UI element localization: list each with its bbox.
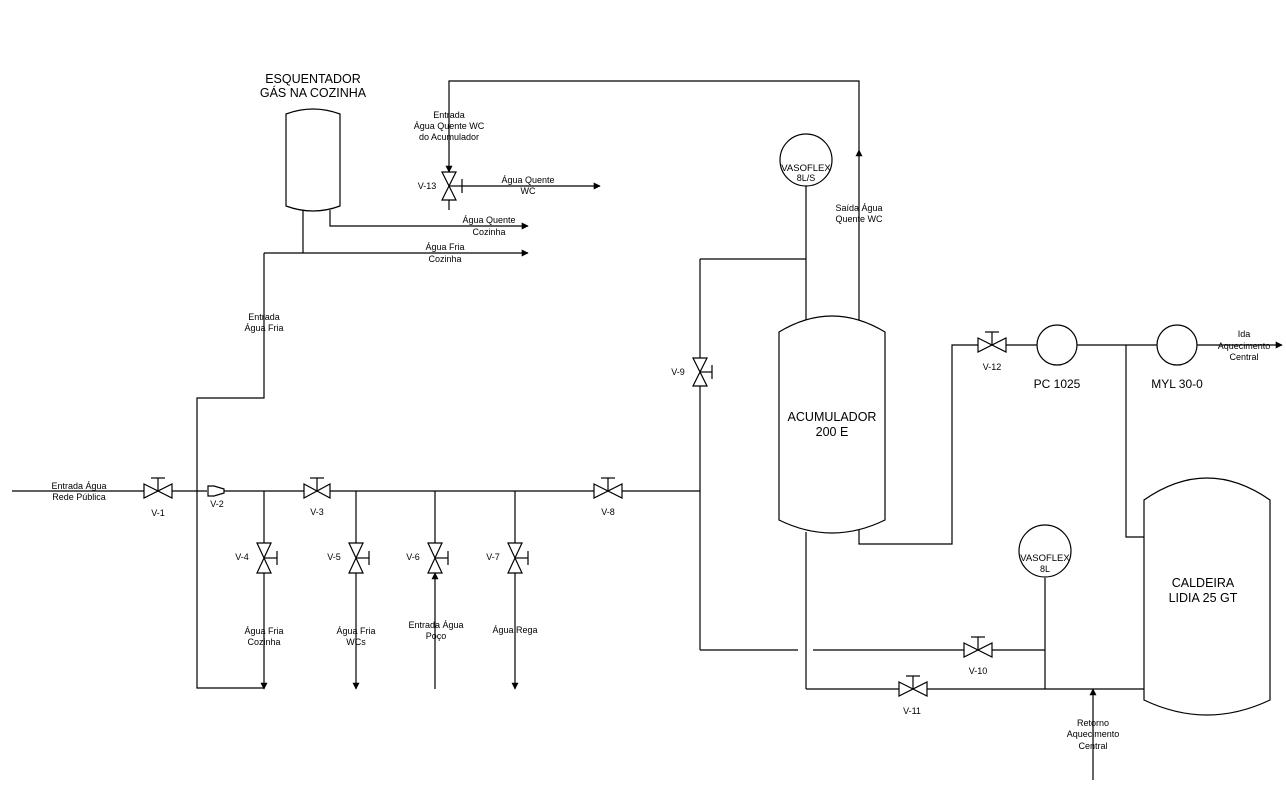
valve-label: V-1 xyxy=(151,508,165,518)
vasoflex-label: 8L xyxy=(1040,564,1050,574)
valve-v3[interactable] xyxy=(303,477,331,500)
valve-v4[interactable] xyxy=(256,542,278,574)
label-entrada-agua-fria: Entrada xyxy=(248,312,280,322)
label-agua-fria-wcs: WCs xyxy=(346,637,366,647)
valve-label: V-13 xyxy=(418,181,437,191)
valve-v7[interactable] xyxy=(507,542,529,574)
vasoflex-label: 8L/S xyxy=(797,173,816,183)
valve-label: V-3 xyxy=(310,507,324,517)
label-entrada-quente-wc: Água Quente WC xyxy=(414,121,485,131)
label-entrada-rede: Rede Pública xyxy=(52,492,106,502)
valve-label: V-5 xyxy=(327,552,341,562)
acumulador-label: ACUMULADOR xyxy=(788,410,877,424)
label-entrada-quente-wc: Entrada xyxy=(433,110,465,120)
vasoflex-label: VASOFLEX xyxy=(1020,553,1070,564)
esquentador-label: ESQUENTADOR xyxy=(265,72,361,86)
valve-v8[interactable] xyxy=(593,477,623,499)
pipe-riser-left xyxy=(196,253,265,689)
label-agua-rega: Água Rega xyxy=(492,625,537,635)
valve-v12[interactable] xyxy=(977,331,1007,353)
caldeira-label: CALDEIRA xyxy=(1172,576,1235,590)
pump-label: MYL 30-0 xyxy=(1151,377,1203,391)
valve-label: V-12 xyxy=(983,362,1002,372)
caldeira-label: LIDIA 25 GT xyxy=(1169,591,1238,605)
label-agua-fria-wcs: Água Fria xyxy=(336,626,375,636)
label-saida-agua-quente-wc: Quente WC xyxy=(835,214,883,224)
vasoflex-8l-vessel: VASOFLEX 8L xyxy=(1018,524,1072,578)
valve-v6[interactable] xyxy=(427,542,449,574)
pump-label: PC 1025 xyxy=(1034,377,1081,391)
valve-label: V-11 xyxy=(903,706,921,716)
valve-v5[interactable] xyxy=(348,542,370,574)
valve-label: V-2 xyxy=(210,499,224,509)
label-retorno-aquecimento: Aquecimento xyxy=(1067,729,1120,739)
esquentador-tank: ESQUENTADOR GÁS NA COZINHA xyxy=(260,72,367,212)
label-agua-fria-cozinha: Água Fria xyxy=(425,242,464,252)
valve-label: V-7 xyxy=(486,552,500,562)
valve-label: V-6 xyxy=(406,552,420,562)
valve-labels: V-1 V-2 V-3 V-4 V-5 V-6 V-7 V-8 V-9 V-10… xyxy=(151,181,1001,716)
pipe-hot-water-loop xyxy=(445,80,860,173)
label-retorno-aquecimento: Retorno xyxy=(1077,718,1109,728)
acumulador-label: 200 E xyxy=(816,425,849,439)
valve-v9[interactable] xyxy=(692,357,713,387)
acumulador-tank: ACUMULADOR 200 E xyxy=(778,315,886,534)
label-retorno-aquecimento: Central xyxy=(1078,741,1107,751)
label-agua-quente-cozinha: Água Quente xyxy=(462,215,515,225)
pipe-caldeira-outlet xyxy=(1125,345,1147,538)
label-agua-fria-cozinha: Água Fria xyxy=(244,626,283,636)
flow-labels: Entrada Água Rede Pública Entrada Água F… xyxy=(51,110,1270,751)
valve-v11[interactable] xyxy=(898,675,928,697)
label-entrada-quente-wc: do Acumulador xyxy=(419,132,479,142)
label-agua-fria-cozinha: Cozinha xyxy=(428,254,461,264)
label-agua-quente-wc: WC xyxy=(521,186,536,196)
esquentador-label: GÁS NA COZINHA xyxy=(260,85,367,100)
label-entrada-rede: Entrada Água xyxy=(51,481,106,491)
pump-myl-30-0: MYL 30-0 xyxy=(1151,324,1203,391)
label-entrada-agua-poco: Poço xyxy=(426,631,447,641)
valve-v13[interactable] xyxy=(441,171,463,201)
v2-check-valve xyxy=(207,485,225,497)
valve-label: V-4 xyxy=(235,552,249,562)
label-agua-fria-cozinha: Cozinha xyxy=(247,637,280,647)
pipe-coil-return xyxy=(858,344,978,545)
valve-v10[interactable] xyxy=(963,636,993,658)
label-agua-quente-cozinha: Cozinha xyxy=(472,227,505,237)
label-entrada-agua-fria: Água Fria xyxy=(244,323,283,333)
vasoflex-label: VASOFLEX xyxy=(781,163,831,174)
valve-label: V-8 xyxy=(601,507,615,517)
label-ida-aquecimento: Aquecimento xyxy=(1218,341,1271,351)
pump-pc-1025: PC 1025 xyxy=(1034,324,1081,391)
valve-label: V-9 xyxy=(671,367,685,377)
label-agua-quente-wc: Água Quente xyxy=(501,175,554,185)
valve-v1[interactable] xyxy=(143,477,173,499)
label-saida-agua-quente-wc: Saída Água xyxy=(835,203,882,213)
label-ida-aquecimento: Ida xyxy=(1238,329,1251,339)
label-entrada-agua-poco: Entrada Água xyxy=(408,620,463,630)
pipe-agua-quente-cozinha xyxy=(329,210,529,230)
vasoflex-8ls-vessel: VASOFLEX 8L/S xyxy=(779,133,833,187)
caldeira-boiler: CALDEIRA LIDIA 25 GT xyxy=(1143,477,1271,716)
pipes xyxy=(12,80,1283,780)
label-ida-aquecimento: Central xyxy=(1229,352,1258,362)
valve-label: V-10 xyxy=(969,666,988,676)
